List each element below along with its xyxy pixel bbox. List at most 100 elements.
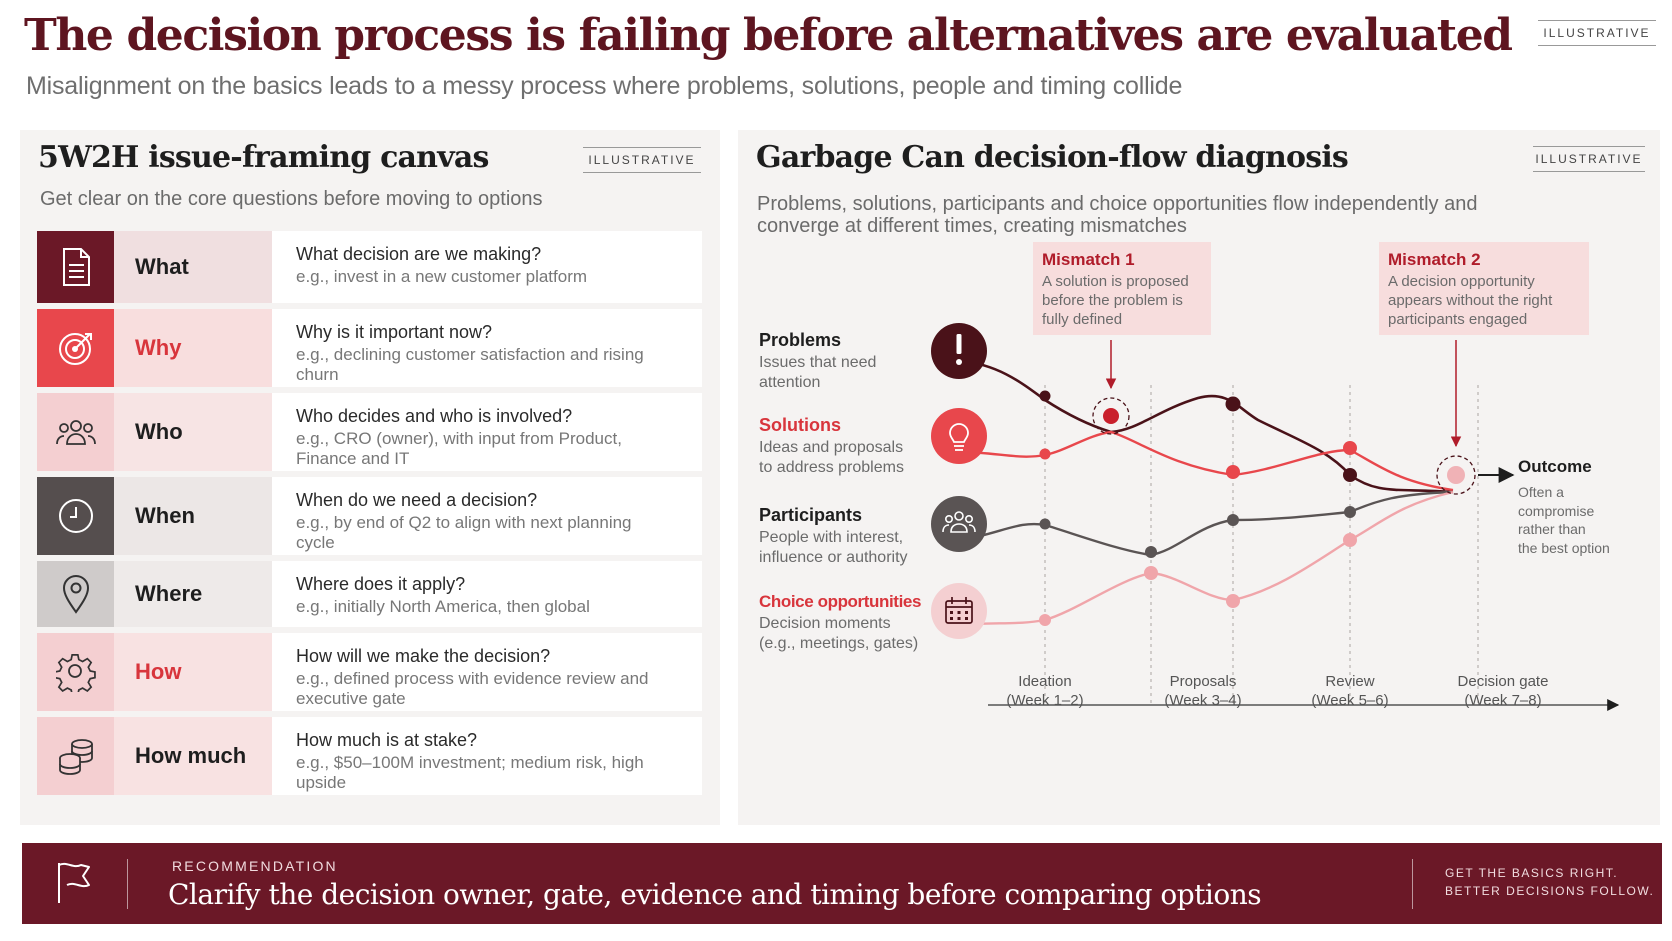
stage-weeks: (Week 3–4) — [1164, 692, 1242, 709]
canvas-label-who: Who — [114, 393, 272, 471]
coins-icon — [37, 717, 114, 795]
location-pin-icon — [37, 561, 114, 627]
problems-point — [1225, 396, 1241, 412]
illustrative-tag: ILLUSTRATIVE — [1538, 20, 1656, 46]
canvas-label-how-much: How much — [114, 717, 272, 795]
participants-point — [1145, 546, 1157, 558]
canvas-subtitle: Get clear on the core questions before m… — [40, 188, 543, 210]
target-icon — [37, 309, 114, 387]
canvas-question: Who decides and who is involved? — [296, 406, 573, 426]
decision-flow-diagnosis: Garbage Can decision-flow diagnosis ILLU… — [738, 130, 1660, 825]
canvas-title: 5W2H issue-framing canvas — [38, 140, 489, 175]
stream-desc: Issues that need — [759, 354, 877, 371]
canvas-label-why: Why — [114, 309, 272, 387]
diagnosis-subtitle-line: Problems, solutions, participants and ch… — [757, 193, 1478, 215]
diagnosis-subtitle: Problems, solutions, participants and ch… — [757, 193, 1477, 237]
issue-framing-canvas: 5W2H issue-framing canvas ILLUSTRATIVE G… — [20, 130, 720, 825]
choice-opportunities-point — [1343, 533, 1357, 547]
canvas-question: Why is it important now? — [296, 322, 493, 342]
stage-name: Ideation — [1018, 673, 1072, 690]
stream-name: Problems — [759, 330, 842, 350]
mismatch-title: Mismatch 2 — [1388, 250, 1481, 269]
recommendation-kicker: RECOMMENDATION — [172, 858, 338, 874]
stage-label-proposals: Proposals (Week 3–4) — [1143, 672, 1263, 710]
canvas-question: What decision are we making? — [296, 244, 542, 264]
stream-label-participants: Participants People with interest, influ… — [759, 505, 908, 568]
canvas-illustrative-tag: ILLUSTRATIVE — [583, 147, 701, 173]
mismatch-1-point — [1103, 408, 1119, 424]
choice-opportunities-point — [1039, 614, 1051, 626]
convergence-point — [1447, 466, 1465, 484]
canvas-example: e.g., defined process with evidence revi… — [296, 669, 649, 708]
diagnosis-title: Garbage Can decision-flow diagnosis — [756, 140, 1349, 175]
stage-label-review: Review (Week 5–6) — [1290, 672, 1410, 710]
solutions-point — [1226, 465, 1240, 479]
mismatch-1-marker — [1092, 397, 1130, 435]
lightbulb-icon — [931, 408, 987, 464]
stream-desc: attention — [759, 374, 821, 391]
recommendation-motto: BETTER DECISIONS FOLLOW. — [1445, 884, 1655, 898]
solutions-point — [1039, 448, 1051, 460]
diagnosis-subtitle-line: converge at different times, creating mi… — [757, 215, 1187, 237]
recommendation-bar: RECOMMENDATION Clarify the decision owne… — [22, 843, 1662, 924]
outcome-text: the best option — [1518, 539, 1610, 556]
canvas-row-when: When When do we need a decision? e.g., b… — [37, 477, 702, 555]
solutions-stream — [957, 430, 1454, 492]
decision-flow-diagram — [931, 242, 1620, 711]
canvas-example: e.g., $50–100M investment; medium risk, … — [296, 753, 644, 792]
people-icon — [37, 393, 114, 471]
problems-stream — [957, 358, 1454, 494]
problems-point — [1343, 468, 1357, 482]
canvas-row-how-much: How much How much is at stake? e.g., $50… — [37, 717, 702, 795]
participants-point — [1344, 506, 1356, 518]
choice-opportunities-point — [1226, 594, 1240, 608]
canvas-question-box: How much is at stake? e.g., $50–100M inv… — [272, 717, 702, 795]
mismatch-text: participants engaged — [1388, 311, 1528, 328]
outcome-text: compromise — [1518, 502, 1595, 519]
recommendation-divider — [1412, 859, 1413, 909]
canvas-question-box: What decision are we making? e.g., inves… — [272, 231, 702, 303]
mismatch-1-box — [1033, 242, 1211, 335]
mismatch-title: Mismatch 1 — [1042, 250, 1135, 269]
page-subtitle: Misalignment on the basics leads to a me… — [26, 72, 1183, 100]
document-icon — [37, 231, 114, 303]
stage-name: Decision gate — [1457, 673, 1549, 690]
participants-point — [1039, 518, 1051, 530]
page-title: The decision process is failing before a… — [24, 10, 1513, 61]
outcome-title: Outcome — [1518, 457, 1592, 476]
problems-point — [1039, 390, 1051, 402]
canvas-question-box: How will we make the decision? e.g., def… — [272, 633, 702, 711]
flag-icon — [54, 861, 94, 910]
canvas-label-where: Where — [114, 561, 272, 627]
canvas-row-why: Why Why is it important now? e.g., decli… — [37, 309, 702, 387]
stream-desc: (e.g., meetings, gates) — [759, 635, 919, 652]
canvas-row-where: Where Where does it apply? e.g., initial… — [37, 561, 702, 627]
stage-name: Proposals — [1169, 673, 1237, 690]
canvas-question: How much is at stake? — [296, 730, 478, 750]
canvas-row-who: Who Who decides and who is involved? e.g… — [37, 393, 702, 471]
mismatch-text: fully defined — [1042, 311, 1123, 328]
stream-name: Participants — [759, 505, 863, 525]
canvas-question-box: Who decides and who is involved? e.g., C… — [272, 393, 702, 471]
gear-icon — [37, 633, 114, 711]
stream-desc: Ideas and proposals — [759, 439, 904, 456]
stream-label-problems: Problems Issues that need attention — [759, 330, 876, 393]
canvas-example: e.g., by end of Q2 to align with next pl… — [296, 513, 632, 552]
mismatch-2-box — [1379, 242, 1589, 335]
stream-label-choice-opportunities: Choice opportunities Decision moments (e… — [759, 592, 921, 654]
mismatch-1-callout: Mismatch 1 A solution is proposed before… — [1042, 250, 1207, 329]
stream-desc: People with interest, — [759, 529, 904, 546]
solutions-point — [1343, 441, 1357, 455]
stream-label-solutions: Solutions Ideas and proposals to address… — [759, 415, 904, 478]
stream-desc: Decision moments — [759, 615, 891, 632]
canvas-row-how: How How will we make the decision? e.g.,… — [37, 633, 702, 711]
choice-opportunities-point — [1144, 566, 1158, 580]
canvas-question: How will we make the decision? — [296, 646, 551, 666]
exclamation-icon — [931, 323, 987, 379]
people-icon — [931, 496, 987, 552]
canvas-example: e.g., invest in a new customer platform — [296, 267, 588, 286]
stream-desc: influence or authority — [759, 549, 908, 566]
mismatch-2-callout: Mismatch 2 A decision opportunity appear… — [1388, 250, 1588, 329]
outcome-callout: Outcome Often a compromise rather than t… — [1518, 457, 1653, 557]
stream-name: Choice opportunities — [759, 592, 922, 611]
